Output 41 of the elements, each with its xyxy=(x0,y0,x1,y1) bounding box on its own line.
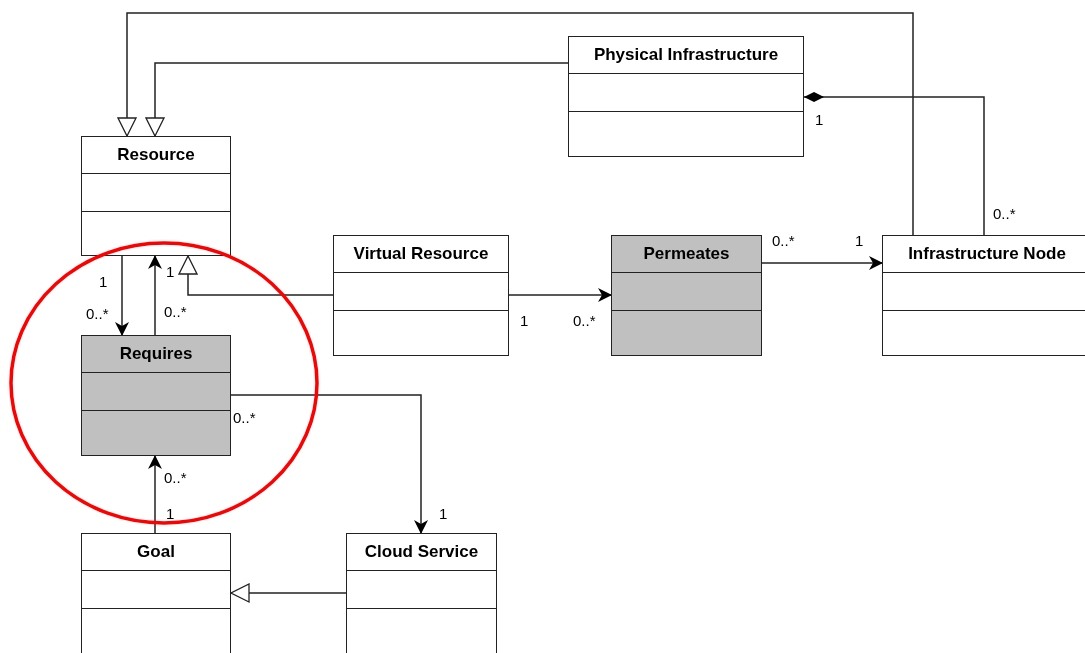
class-box xyxy=(346,533,497,653)
arrow xyxy=(115,255,129,336)
class-box xyxy=(882,235,1085,356)
class-name: Virtual Resource xyxy=(353,244,489,264)
class-box xyxy=(81,335,231,456)
multiplicity-label: 0..* xyxy=(164,470,187,485)
multiplicity-label: 1 xyxy=(855,233,864,248)
arrow xyxy=(761,256,883,270)
class-box xyxy=(568,36,804,157)
class-name: Cloud Service xyxy=(364,542,479,562)
multiplicity-label: 1 xyxy=(166,264,175,279)
arrow xyxy=(148,255,162,336)
class-box xyxy=(81,136,231,256)
composition-line xyxy=(803,92,985,236)
arrow xyxy=(178,255,334,296)
arrow xyxy=(148,455,162,534)
multiplicity-label: 1 xyxy=(166,506,175,521)
multiplicity-label: 0..* xyxy=(772,233,795,248)
class-box xyxy=(611,235,762,356)
class-name: Infrastructure Node xyxy=(908,244,1066,264)
class-name: Requires xyxy=(119,344,193,364)
arrow xyxy=(230,583,347,603)
multiplicity-label: 1 xyxy=(439,506,448,521)
multiplicity-label: 0..* xyxy=(164,304,187,319)
arrow xyxy=(508,288,612,302)
multiplicity-label: 0..* xyxy=(993,206,1016,221)
multiplicity-label: 1 xyxy=(815,112,824,127)
class-box xyxy=(333,235,509,356)
multiplicity-label: 0..* xyxy=(573,313,596,328)
class-name: Physical Infrastructure xyxy=(593,45,779,65)
multiplicity-label: 1 xyxy=(99,274,108,289)
multiplicity-label: 0..* xyxy=(233,410,256,425)
class-box xyxy=(81,533,231,653)
multiplicity-label: 1 xyxy=(520,313,529,328)
class-name: Goal xyxy=(137,542,175,562)
arrow xyxy=(230,394,428,534)
multiplicity-label: 0..* xyxy=(86,306,109,321)
arrow xyxy=(117,12,914,236)
class-name: Resource xyxy=(117,145,195,165)
arrow xyxy=(145,62,569,137)
class-name: Permeates xyxy=(643,244,730,264)
